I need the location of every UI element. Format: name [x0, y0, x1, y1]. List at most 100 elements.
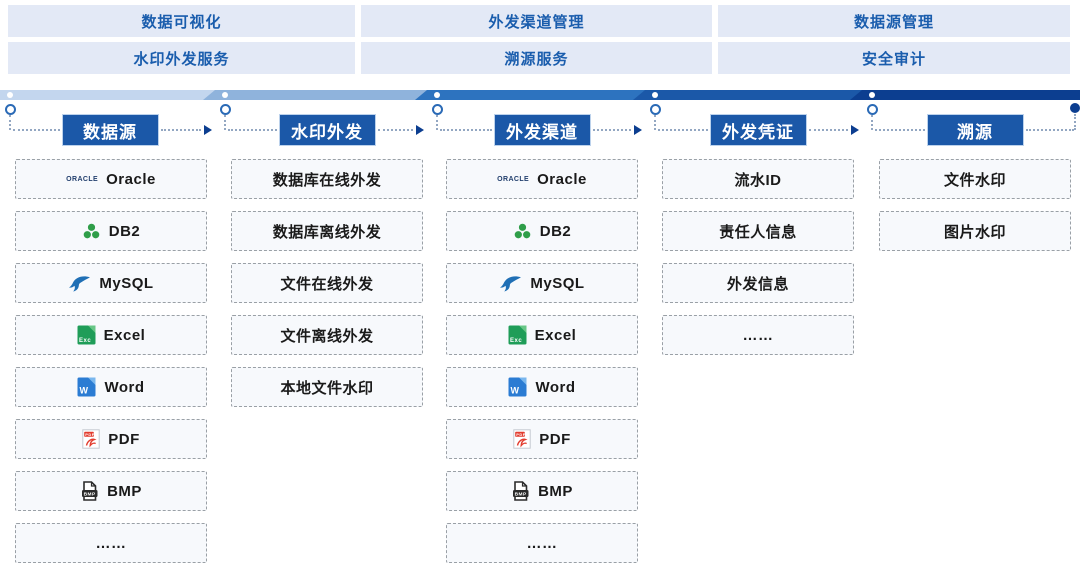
module-tab-label: 溯源服务 — [504, 50, 569, 68]
timeline-end-dot — [1070, 103, 1080, 113]
bar-segment-4 — [633, 90, 862, 100]
stage-end-line — [1025, 129, 1074, 131]
item-card[interactable]: DB2 — [446, 211, 638, 251]
item-card[interactable]: MySQL — [446, 263, 638, 303]
bmp-icon: BMP — [80, 481, 99, 501]
stage-button-4[interactable]: 外发凭证 — [710, 115, 806, 145]
svg-text:Exc: Exc — [79, 338, 91, 344]
item-label: 文件水印 — [943, 171, 1006, 189]
stage-button-5[interactable]: 溯源 — [927, 115, 1023, 145]
module-tab-r2-c2[interactable]: 溯源服务 — [361, 42, 712, 74]
module-tab-r2-c1[interactable]: 水印外发服务 — [8, 42, 355, 74]
arrow-right-icon — [416, 125, 424, 135]
item-card[interactable]: 图片水印 — [879, 211, 1071, 251]
item-label: 图片水印 — [943, 223, 1006, 241]
stage-node-circle — [5, 104, 16, 115]
stage-button-3[interactable]: 外发渠道 — [494, 115, 590, 145]
arrow-right-icon — [634, 125, 642, 135]
bar-milestone-dot — [7, 92, 13, 98]
item-card[interactable]: 文件在线外发 — [231, 263, 423, 303]
bar-milestone-dot — [222, 92, 228, 98]
item-card[interactable]: BMP BMP — [446, 471, 638, 511]
stage-button-label: 外发凭证 — [722, 122, 794, 142]
word-icon: W — [508, 377, 527, 397]
bar-segment-5 — [850, 90, 1080, 100]
stage-connector-horizontal — [228, 129, 277, 131]
stage-column-5: 文件水印图片水印 — [879, 159, 1071, 251]
word-icon: W — [77, 377, 96, 397]
module-tab-r1-c3[interactable]: 数据源管理 — [718, 5, 1070, 37]
stage-arrow-line — [808, 129, 848, 131]
db2-icon — [82, 222, 101, 241]
item-card[interactable]: W Word — [15, 367, 207, 407]
item-card[interactable]: MySQL — [15, 263, 207, 303]
item-label: 数据库在线外发 — [272, 171, 382, 189]
item-label: 流水ID — [734, 171, 782, 189]
module-tab-label: 数据源管理 — [853, 13, 934, 31]
item-card[interactable]: Exc Excel — [15, 315, 207, 355]
svg-text:W: W — [511, 386, 520, 396]
db2-icon — [513, 222, 532, 241]
item-card[interactable]: BMP BMP — [15, 471, 207, 511]
module-tab-label: 水印外发服务 — [133, 50, 230, 68]
svg-text:BMP: BMP — [515, 491, 527, 497]
item-label: Excel — [103, 326, 146, 344]
item-label: DB2 — [108, 222, 141, 240]
bmp-icon: BMP — [511, 481, 530, 501]
item-label: BMP — [538, 482, 573, 500]
svg-text:BMP: BMP — [84, 491, 96, 497]
item-card[interactable]: …… — [446, 523, 638, 563]
stage-arrow-line — [592, 129, 631, 131]
item-label: PDF — [539, 430, 571, 448]
item-card[interactable]: 流水ID — [662, 159, 854, 199]
item-card[interactable]: …… — [15, 523, 207, 563]
stage-button-1[interactable]: 数据源 — [62, 115, 158, 145]
module-tab-r1-c1[interactable]: 数据可视化 — [8, 5, 355, 37]
bar-segment-1 — [0, 90, 215, 100]
item-card[interactable]: 外发信息 — [662, 263, 854, 303]
excel-icon: Exc — [508, 325, 527, 345]
item-label: DB2 — [539, 222, 572, 240]
item-label: 数据库离线外发 — [272, 223, 382, 241]
module-tab-r2-c3[interactable]: 安全审计 — [718, 42, 1070, 74]
arrow-right-icon — [851, 125, 859, 135]
item-label: 文件在线外发 — [280, 275, 374, 293]
item-card[interactable]: …… — [662, 315, 854, 355]
svg-text:Exc: Exc — [510, 338, 522, 344]
item-card[interactable]: 数据库在线外发 — [231, 159, 423, 199]
stage-connector-horizontal — [875, 129, 925, 131]
stage-button-2[interactable]: 水印外发 — [279, 115, 375, 145]
stage-node-circle — [867, 104, 878, 115]
item-card[interactable]: DB2 — [15, 211, 207, 251]
item-label: 文件离线外发 — [280, 327, 374, 345]
item-label: 本地文件水印 — [280, 379, 374, 397]
bar-milestone-dot — [869, 92, 875, 98]
item-label: Word — [104, 378, 145, 396]
item-card[interactable]: 文件离线外发 — [231, 315, 423, 355]
excel-icon: Exc — [77, 325, 96, 345]
item-card[interactable]: 数据库离线外发 — [231, 211, 423, 251]
stage-column-4: 流水ID 责任人信息外发信息 …… — [662, 159, 854, 355]
mysql-icon — [499, 274, 522, 293]
module-tab-label: 安全审计 — [861, 50, 926, 68]
stage-column-2: 数据库在线外发数据库离线外发文件在线外发文件离线外发本地文件水印 — [231, 159, 423, 407]
mysql-icon — [68, 274, 91, 293]
module-tab-r1-c2[interactable]: 外发渠道管理 — [361, 5, 712, 37]
stage-connector-horizontal — [658, 129, 708, 131]
module-tab-label: 数据可视化 — [141, 13, 222, 31]
item-label: BMP — [107, 482, 142, 500]
item-card[interactable]: 本地文件水印 — [231, 367, 423, 407]
item-card[interactable]: 文件水印 — [879, 159, 1071, 199]
item-label: …… — [742, 326, 774, 344]
stage-button-label: 水印外发 — [291, 122, 363, 142]
item-card[interactable]: 责任人信息 — [662, 211, 854, 251]
timeline-bar — [0, 90, 1080, 100]
